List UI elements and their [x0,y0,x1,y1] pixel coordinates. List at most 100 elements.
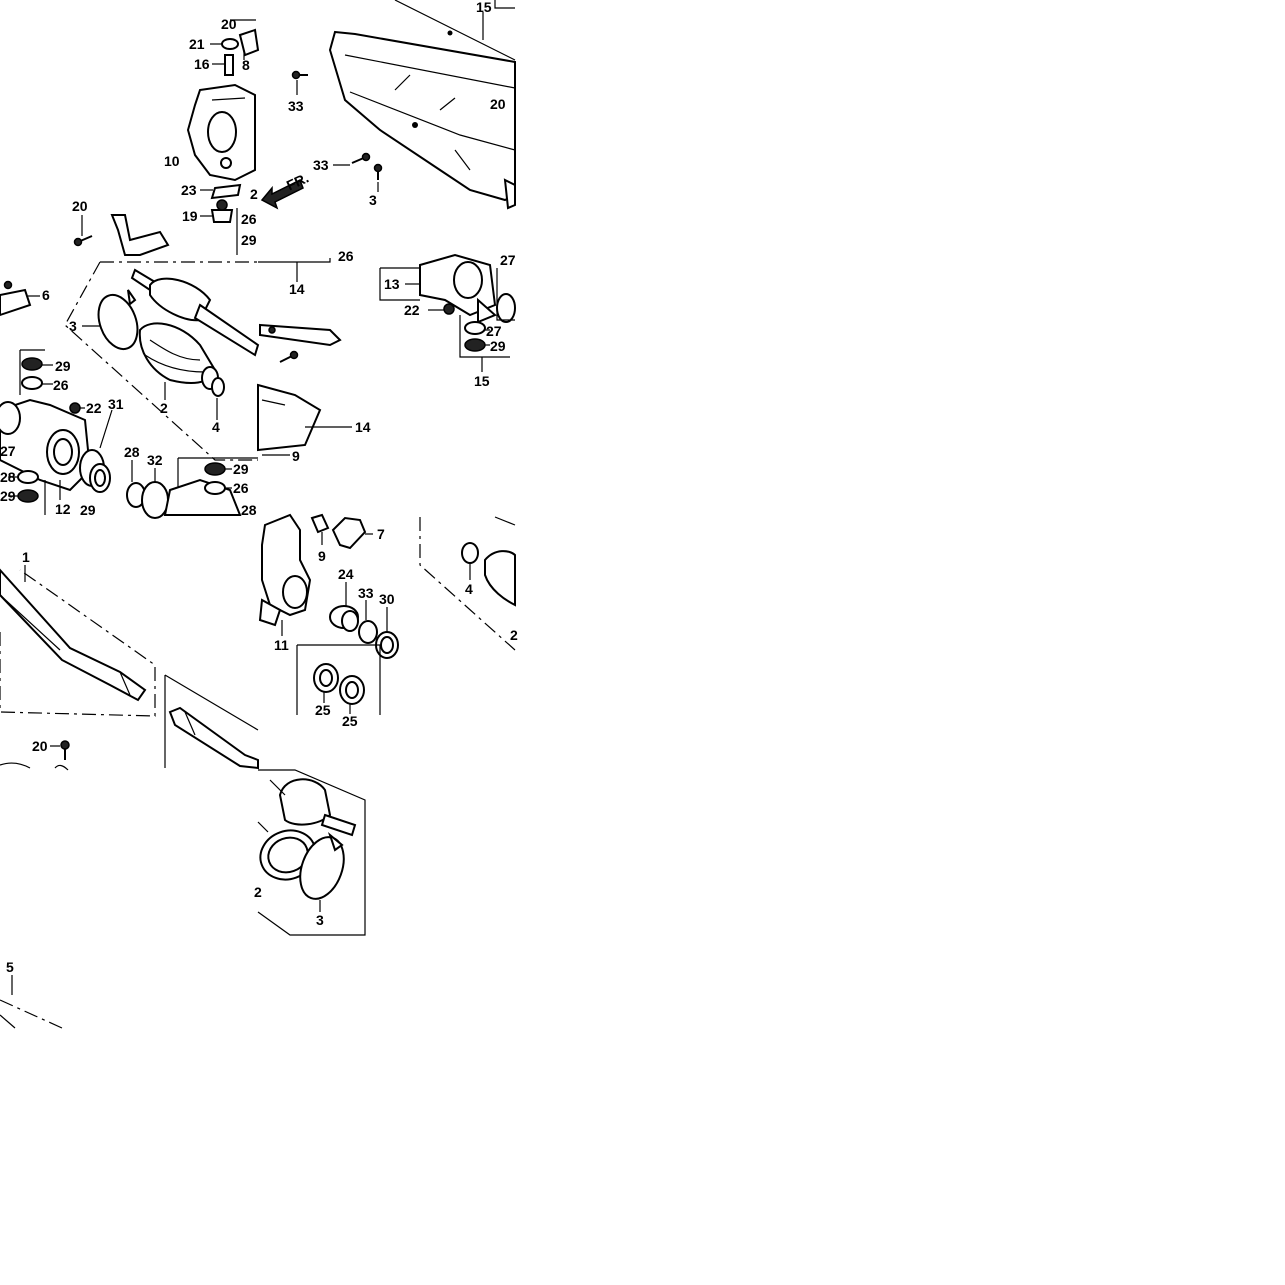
callout-27: 27 [500,252,516,268]
steering-knuckle-10 [186,28,260,182]
callout-18: 16 [194,56,210,72]
callout-23: 23 [181,182,197,198]
callout-31: 32 [147,452,163,468]
seal-28-left [89,463,111,493]
washer-stack-29-26-left [19,349,53,395]
callout-5: 5 [6,959,14,975]
front-arrow-text: FR. [284,169,311,193]
callout-16: 14 [355,419,371,435]
ring-32 [358,600,378,644]
outer-cv-joint-box [257,769,366,936]
callout-21: 21 [189,36,205,52]
callout-2: 2 [250,186,258,202]
callout-28: 28 [0,469,16,485]
boot-2 [138,322,219,400]
callout-8: 8 [242,57,250,73]
callout-4: 4 [212,419,220,435]
callout-29: 29 [0,488,16,504]
callout-26: 26 [241,211,257,227]
bracket-7 [331,516,373,550]
stud-18 [212,54,234,76]
knuckle-11 [258,513,312,636]
callout-14: 14 [289,281,305,297]
callout-27: 28 [241,502,257,518]
callout-22: 22 [86,400,102,416]
callout-26: 26 [53,377,69,393]
intermediate-shaft [164,674,259,770]
clip-4 [211,377,225,420]
callout-24: 24 [338,566,354,582]
washer-stack-26-29-right [459,315,510,372]
callout-33: 33 [313,157,329,173]
callout-29: 29 [490,338,506,354]
bracket-27-29-26-mid [163,457,258,516]
callout-2: 2 [254,884,262,900]
callout-17: 15 [476,0,492,15]
bearing-pair-25 [296,644,381,715]
nut-22-right [428,303,455,315]
boot-clamp-3 [82,289,139,351]
seal-27-right [496,268,516,323]
knuckle-13-right [379,253,497,324]
callout-7: 7 [377,526,385,542]
callout-2: 2 [160,400,168,416]
callout-6: 6 [42,287,50,303]
callout-22: 22 [404,302,420,318]
bracket-26-29-top [230,19,256,255]
callout-20: 20 [32,738,48,754]
seal-30 [375,607,399,659]
callout-25: 25 [315,702,331,718]
callout-20: 20 [490,96,506,112]
bolt-20-bottom [0,740,70,771]
splash-shield-16 [257,383,352,456]
callout-26: 26 [338,248,354,264]
boot-clamp-3-bottom [299,831,345,912]
callout-1: 1 [22,549,30,565]
crossmember-assembly [328,0,516,210]
callout-33: 9 [292,448,300,464]
callout-29: 29 [241,232,257,248]
callout-30: 30 [379,591,395,607]
bolt-33-a [291,70,308,95]
callout-9: 9 [318,548,326,564]
callout-33: 3 [369,192,377,208]
callout-26: 27 [486,323,502,339]
callout-31: 31 [108,396,124,412]
callout-19: 19 [182,208,198,224]
callout-29: 29 [233,461,249,477]
halfshaft-1 [0,565,156,717]
bracket-6 [0,280,40,317]
outer-boot-right [419,516,516,651]
stabilizer-14 [258,258,342,347]
callout-33: 33 [288,98,304,114]
nut-21 [210,38,239,50]
washer-stack-29-26-bottom-left [8,470,46,515]
callout-10: 10 [164,153,180,169]
callout-4: 4 [465,581,473,597]
callout-20: 20 [72,198,88,214]
front-arrow-icon [260,178,304,210]
callout-27: 27 [0,443,16,459]
callout-3: 3 [69,318,77,334]
inner-cv-joint-box [64,261,260,461]
plate-23 [200,183,242,200]
bolt-33-c [373,163,383,192]
callout-20: 20 [221,16,237,32]
bracket-arm [110,214,170,256]
bearing-24 [329,582,359,632]
callout-12: 12 [55,501,71,517]
callout-29: 29 [55,358,71,374]
bolt-33-b [333,152,371,166]
callout-13: 13 [384,276,400,292]
callout-25: 25 [342,713,358,729]
snap-ring-31-mid [141,468,169,519]
bolt-20-left [73,215,93,247]
callout-28: 29 [80,502,96,518]
callout-15: 15 [474,373,490,389]
nut-22-left [69,402,85,414]
callout-11: 11 [274,637,289,653]
halfshaft-5 [0,975,63,1029]
callout-2: 2 [510,627,518,643]
callout-26: 26 [233,480,249,496]
